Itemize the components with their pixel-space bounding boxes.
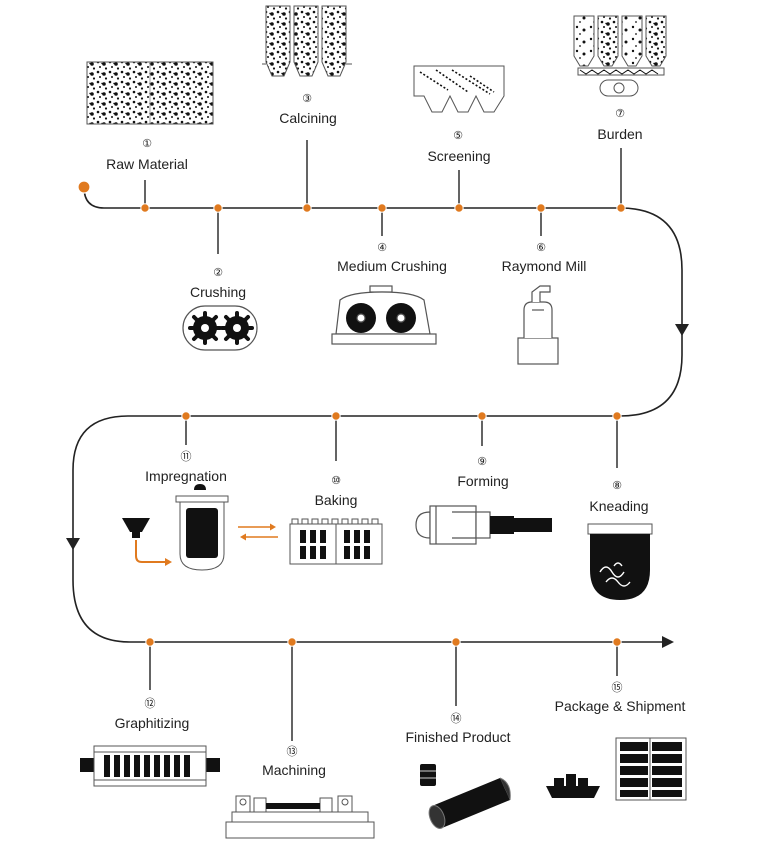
step-label: Package & Shipment xyxy=(555,698,686,714)
machining-lathe-icon xyxy=(225,795,375,839)
step-impregnation: ⑪ Impregnation xyxy=(145,450,227,484)
double-roll-crusher-icon xyxy=(182,305,258,351)
forming-press-icon xyxy=(415,505,552,545)
step-number: ⑮ xyxy=(612,681,623,694)
step-number: ⑭ xyxy=(451,712,462,725)
step-calcining: ③ Calcining xyxy=(279,92,337,126)
step-number: ⑥ xyxy=(536,241,546,254)
connector-stems xyxy=(144,140,622,741)
kneading-vessel-icon xyxy=(587,523,653,600)
step-number: ⑪ xyxy=(181,450,192,463)
step-number: ⑧ xyxy=(612,479,622,492)
step-number: ① xyxy=(142,137,152,150)
raw-material-bin-icon xyxy=(86,61,214,125)
step-burden: ⑦ Burden xyxy=(597,107,642,142)
step-crushing: ② Crushing xyxy=(190,266,246,300)
baking-furnace-icon xyxy=(289,518,383,565)
calcining-kiln-icon xyxy=(262,5,352,77)
step-graphitizing: ⑫ Graphitizing xyxy=(115,697,190,731)
step-label: Calcining xyxy=(279,110,337,126)
step-number: ⑫ xyxy=(145,697,156,710)
medium-crusher-icon xyxy=(331,285,437,345)
step-screening: ⑤ Screening xyxy=(427,129,490,164)
step-forming: ⑨ Forming xyxy=(457,455,508,489)
flow-start-dot xyxy=(77,180,91,194)
step-label: Crushing xyxy=(190,284,246,300)
screening-hoppers-icon xyxy=(413,65,505,113)
step-label: Kneading xyxy=(589,498,648,514)
direction-arrow-right xyxy=(675,324,689,336)
flow-dots xyxy=(140,203,626,647)
step-number: ⑨ xyxy=(477,455,487,468)
step-raymond-mill: ⑥ Raymond Mill xyxy=(502,241,587,274)
step-number: ④ xyxy=(377,241,387,254)
step-label: Forming xyxy=(457,473,508,489)
graphitizing-furnace-icon xyxy=(80,745,220,787)
step-label: Burden xyxy=(597,126,642,142)
step-label: Raw Material xyxy=(106,156,188,172)
step-kneading: ⑧ Kneading xyxy=(589,479,648,514)
step-label: Machining xyxy=(262,762,326,778)
graphite-electrode-icon xyxy=(420,764,511,829)
burden-silos-icon xyxy=(573,15,667,97)
step-label: Screening xyxy=(427,148,490,164)
cargo-ship-icon xyxy=(546,737,687,801)
flow-end-arrow xyxy=(662,636,674,648)
raymond-mill-icon xyxy=(517,285,559,365)
step-baking: ⑩ Baking xyxy=(315,474,358,508)
step-machining: ⑬ Machining xyxy=(262,745,326,778)
step-label: Graphitizing xyxy=(115,715,190,731)
direction-arrow-left xyxy=(66,538,80,550)
step-label: Baking xyxy=(315,492,358,508)
step-medium-crushing: ④ Medium Crushing xyxy=(337,241,447,274)
step-finished-product: ⑭ Finished Product xyxy=(405,712,510,745)
step-label: Raymond Mill xyxy=(502,258,587,274)
step-number: ⑦ xyxy=(615,107,625,120)
step-label: Impregnation xyxy=(145,468,227,484)
step-number: ② xyxy=(213,266,223,279)
step-number: ⑤ xyxy=(453,129,463,142)
impregnation-tank-icon xyxy=(122,484,229,571)
transfer-arrows-icon xyxy=(238,523,278,541)
step-number: ⑩ xyxy=(331,474,341,487)
step-number: ⑬ xyxy=(287,745,298,758)
step-number: ③ xyxy=(302,92,312,105)
step-label: Medium Crushing xyxy=(337,258,447,274)
step-label: Finished Product xyxy=(405,729,510,745)
step-raw-material: ① Raw Material xyxy=(106,137,188,172)
step-package-shipment: ⑮ Package & Shipment xyxy=(555,681,686,714)
